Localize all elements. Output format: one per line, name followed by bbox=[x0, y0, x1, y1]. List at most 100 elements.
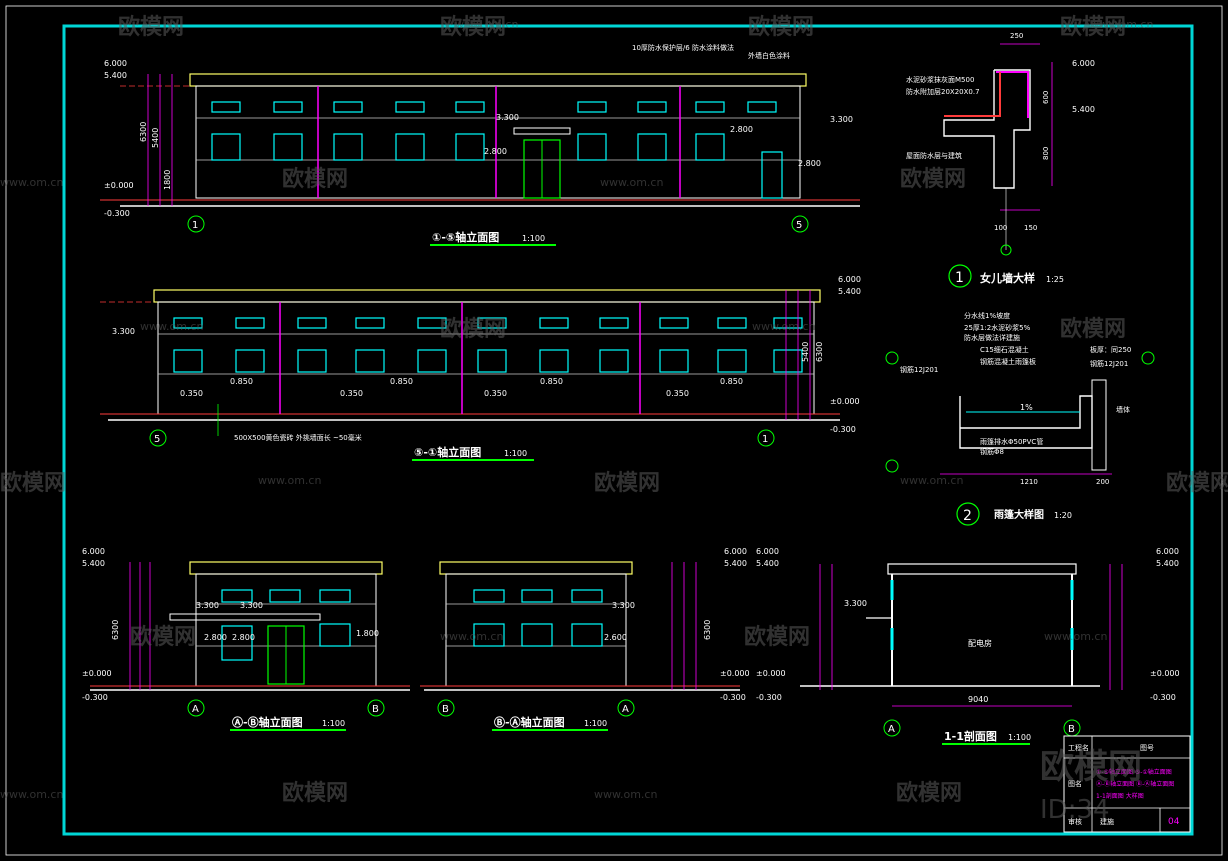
note: 墙体 bbox=[1116, 405, 1130, 414]
note: 10厚防水保护层/6 防水涂料做法 bbox=[632, 43, 734, 52]
titleblock-label: 工程名 bbox=[1068, 743, 1089, 752]
level-text: -0.300 bbox=[830, 425, 856, 434]
window bbox=[717, 317, 747, 329]
watermark-url: www.om.cn bbox=[455, 18, 518, 31]
note: 板厚：同250 bbox=[1090, 345, 1131, 354]
note: 防水附加层20X20X0.7 bbox=[906, 87, 980, 96]
dim-text: 100 bbox=[994, 224, 1007, 232]
watermark-brand: 欧模网 bbox=[282, 166, 348, 192]
window bbox=[477, 317, 507, 329]
dim-text: 1210 bbox=[1020, 478, 1038, 486]
dim-text: 6300 bbox=[815, 342, 824, 362]
axis-label: A bbox=[888, 724, 895, 735]
watermark-brand: 欧模网 bbox=[130, 624, 196, 650]
drawing-scale: 1:20 bbox=[1054, 511, 1072, 520]
drawing-scale: 1:100 bbox=[504, 449, 527, 458]
watermark-url: www.om.cn bbox=[258, 474, 321, 487]
drawing-title: ①-⑤轴立面图 bbox=[432, 230, 499, 244]
level-text: 2.800 bbox=[730, 125, 753, 134]
level-text: 0.850 bbox=[540, 377, 563, 386]
level-text: ±0.000 bbox=[82, 669, 112, 678]
drawing-scale: 1:100 bbox=[584, 719, 607, 728]
window bbox=[417, 349, 447, 373]
note: 钢筋Φ8 bbox=[980, 447, 1004, 456]
window bbox=[173, 317, 203, 329]
titleblock-value: Ⓐ-Ⓑ轴立面图 Ⓑ-Ⓐ轴立面图 bbox=[1096, 780, 1174, 788]
watermark-url: www.om.cn bbox=[1090, 18, 1153, 31]
elevation-b-a: 6.000 5.400 ±0.000 -0.300 3.300 2.600 63… bbox=[420, 547, 750, 731]
level-text: 3.300 bbox=[844, 599, 867, 608]
window bbox=[235, 317, 265, 329]
dim-text: 600 bbox=[1042, 91, 1050, 104]
dim-text: 6300 bbox=[139, 122, 148, 142]
axis-label: A bbox=[622, 704, 629, 715]
drawing-scale: 1:25 bbox=[1046, 275, 1064, 284]
note: 钢筋12J201 bbox=[1090, 359, 1128, 368]
note: 水泥砂浆抹灰面M500 bbox=[906, 75, 974, 84]
level-text: 6.000 bbox=[104, 59, 127, 68]
watermark-url: www.om.cn bbox=[752, 320, 815, 333]
axis-label: 5 bbox=[154, 434, 160, 445]
watermark-url: www.om.cn bbox=[0, 176, 63, 189]
level-text: 5.400 bbox=[104, 71, 127, 80]
window bbox=[599, 317, 629, 329]
level-text: ±0.000 bbox=[720, 669, 750, 678]
window bbox=[417, 317, 447, 329]
note: 外墙白色涂料 bbox=[748, 51, 790, 60]
level-text: 5.400 bbox=[1072, 105, 1095, 114]
window bbox=[599, 349, 629, 373]
level-text: ±0.000 bbox=[104, 181, 134, 190]
title-block: 工程名 图号 图名 ①-⑤轴立面图 ⑤-①轴立面图 Ⓐ-Ⓑ轴立面图 Ⓑ-Ⓐ轴立面… bbox=[1063, 735, 1191, 833]
level-text: 3.300 bbox=[240, 601, 263, 610]
window bbox=[355, 317, 385, 329]
level-text: 0.350 bbox=[666, 389, 689, 398]
level-text: -0.300 bbox=[82, 693, 108, 702]
window bbox=[695, 101, 725, 113]
dim-text: 800 bbox=[1042, 147, 1050, 160]
dim-text: 200 bbox=[1096, 478, 1109, 486]
watermark-brand: 欧模网 bbox=[896, 780, 962, 806]
window bbox=[539, 317, 569, 329]
axis-label: 5 bbox=[796, 220, 802, 231]
note: 钢筋混凝土雨篷板 bbox=[980, 357, 1036, 366]
level-text: 2.800 bbox=[484, 147, 507, 156]
window bbox=[297, 317, 327, 329]
detail-number: 2 bbox=[963, 508, 972, 524]
drawing-frame bbox=[62, 24, 1194, 836]
level-text: -0.300 bbox=[756, 693, 782, 702]
window bbox=[333, 101, 363, 113]
elevation-a-b: 6.000 5.400 ±0.000 -0.300 3.300 3.300 2.… bbox=[82, 547, 410, 731]
level-text: 2.800 bbox=[204, 633, 227, 642]
sheet-number: 04 bbox=[1168, 817, 1180, 827]
dim-text: 5400 bbox=[151, 128, 160, 148]
dim-text: 6300 bbox=[703, 620, 712, 640]
outer-border bbox=[5, 5, 1223, 856]
titleblock-label: 审核 bbox=[1068, 817, 1082, 826]
watermark-url: www.om.cn bbox=[1044, 630, 1107, 643]
watermark-id: ID:34 bbox=[1040, 795, 1110, 825]
window bbox=[637, 101, 667, 113]
parapet-detail: 6.000 5.400 600 800 250 100 150 水泥砂浆抹灰面M… bbox=[906, 32, 1095, 288]
window bbox=[273, 133, 303, 161]
titleblock-label: 图号 bbox=[1140, 744, 1154, 752]
window bbox=[455, 101, 485, 113]
level-text: 5.400 bbox=[1156, 559, 1179, 568]
level-text: 2.800 bbox=[232, 633, 255, 642]
window bbox=[211, 133, 241, 161]
level-text: 6.000 bbox=[1072, 59, 1095, 68]
window bbox=[173, 349, 203, 373]
level-text: 3.300 bbox=[612, 601, 635, 610]
drawing-scale: 1:100 bbox=[322, 719, 345, 728]
dim-text: 5400 bbox=[801, 342, 810, 362]
note: 防水层做法详建施 bbox=[964, 333, 1020, 342]
watermark-brand: 欧模网 bbox=[1166, 470, 1228, 496]
level-text: 2.800 bbox=[798, 159, 821, 168]
window bbox=[211, 101, 241, 113]
window bbox=[297, 349, 327, 373]
note: 25厚1:2水泥砂浆5% bbox=[964, 323, 1031, 332]
level-text: ±0.000 bbox=[756, 669, 786, 678]
note: 500X500黄色瓷砖 外挑墙面长 ~50毫米 bbox=[234, 433, 362, 442]
watermark-brand: 欧模网 bbox=[748, 14, 814, 40]
level-text: ±0.000 bbox=[830, 397, 860, 406]
